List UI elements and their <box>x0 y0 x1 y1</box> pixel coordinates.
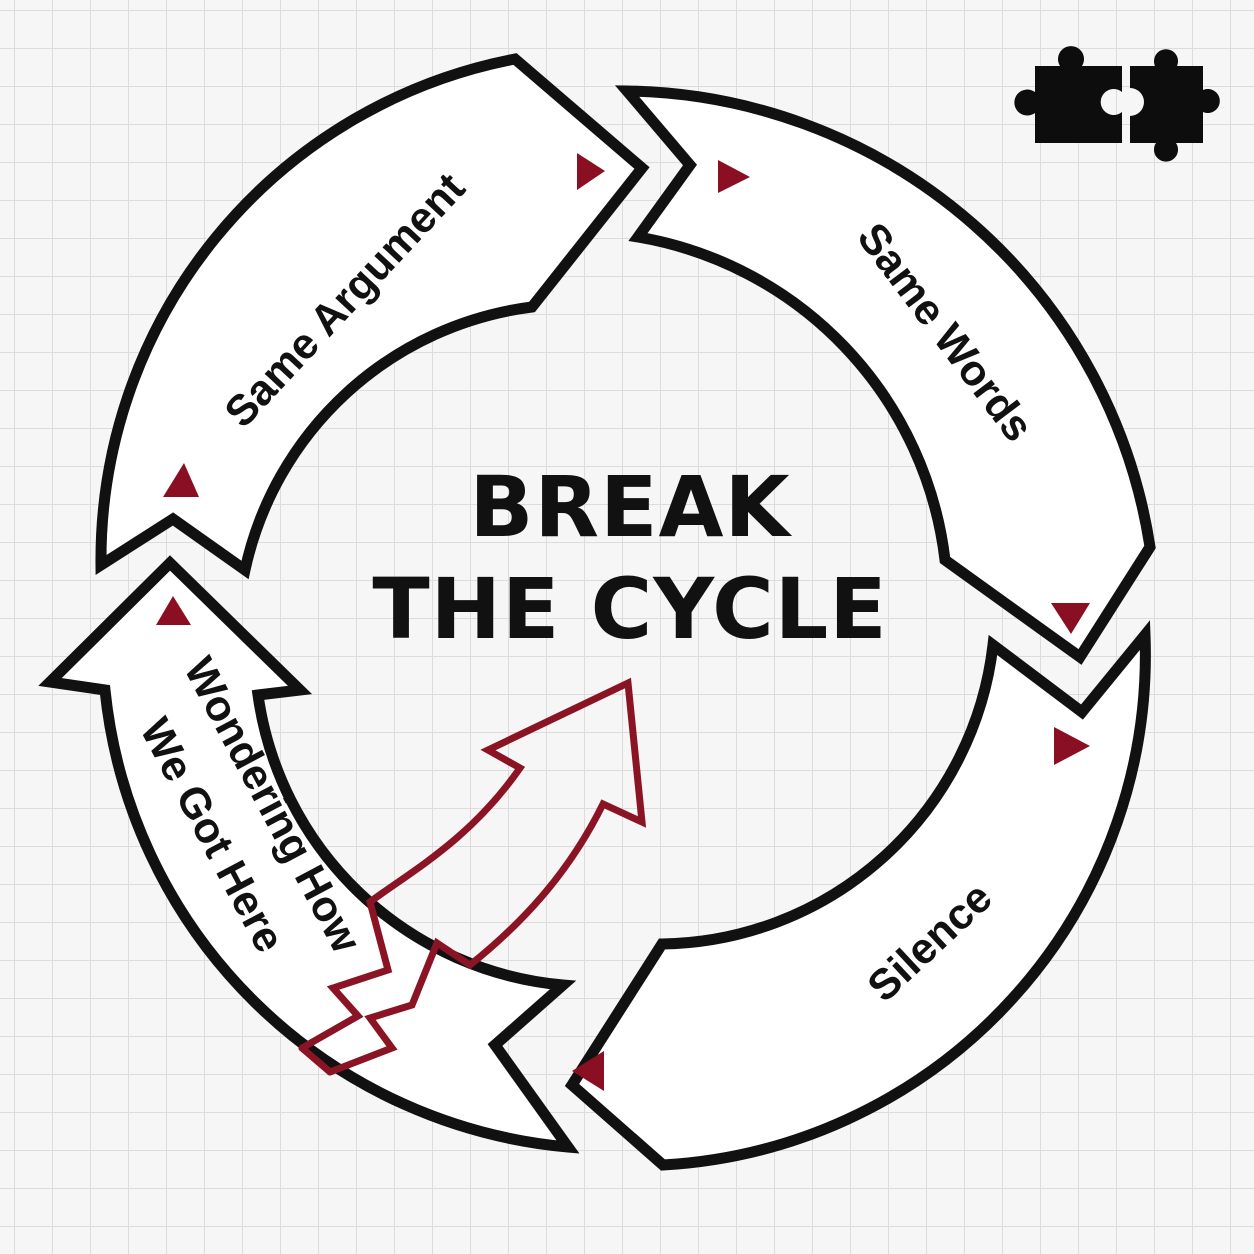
puzzle-pieces-icon <box>1014 46 1220 162</box>
direction-marker-icon <box>163 463 199 497</box>
cycle-arrow-silence <box>564 620 1151 1171</box>
direction-marker-icon <box>718 160 750 193</box>
breakout-arrow-icon <box>298 677 647 1076</box>
cycle-arrow-wondering-how-we-got-here <box>38 555 580 1154</box>
diagram-title-line-2: THE CYCLE <box>372 560 887 658</box>
direction-marker-icon <box>1051 603 1090 634</box>
direction-marker-icon <box>572 1051 604 1091</box>
diagram-title-line-1: BREAK <box>469 458 792 556</box>
direction-marker-icon <box>156 596 191 625</box>
direction-marker-icon <box>577 153 605 190</box>
cycle-arrow-same-words <box>614 85 1156 665</box>
cycle-arrow-same-argument <box>95 53 650 580</box>
direction-marker-icon <box>1054 727 1090 765</box>
